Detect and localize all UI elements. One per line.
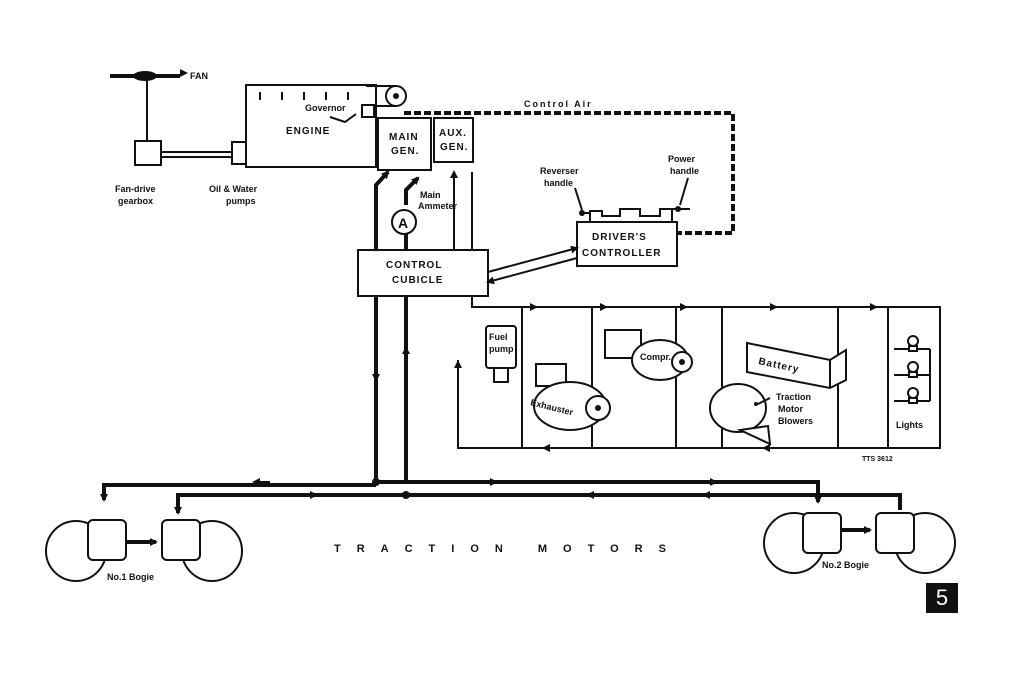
aux-gen-label-2: GEN. [440, 142, 468, 153]
main-gen-label-2: GEN. [391, 146, 419, 157]
fan-drive-gearbox-label-1: Fan-drive [115, 184, 156, 194]
control-cubicle-label-2: CUBICLE [392, 275, 443, 286]
reverser-handle-label-1: Reverser [540, 166, 579, 176]
control-cubicle: CONTROL CUBICLE [357, 249, 489, 297]
oil-water-pumps-label-2: pumps [226, 196, 256, 206]
compressor-label: Compr. [640, 352, 671, 362]
traction-motor-blowers-label-1: Traction [776, 392, 811, 402]
fan-assembly: FAN [110, 69, 208, 140]
power-handle-label-1: Power [668, 154, 696, 164]
fuel-pump: Fuel pump [485, 325, 517, 383]
aux-gen-label-1: AUX. [439, 128, 467, 139]
auxiliary-bus [454, 296, 941, 452]
bogie-1: No.1 Bogie [45, 519, 243, 582]
traction-motor-blowers-label-3: Blowers [778, 416, 813, 426]
drivers-controller-label-1: DRIVER'S [592, 232, 647, 243]
traction-motor-blowers: Traction Motor Blowers [709, 383, 813, 446]
bogie-2: No.2 Bogie [763, 512, 956, 574]
control-air-label: Control Air [524, 99, 593, 109]
compressor: Compr. [604, 329, 693, 381]
drivers-controller-label-2: CONTROLLER [582, 248, 661, 259]
oil-water-pumps-label-1: Oil & Water [209, 184, 258, 194]
fan-label: FAN [190, 71, 208, 81]
engine-label: ENGINE [286, 126, 330, 137]
control-air-line: Control Air [404, 99, 735, 235]
bogie-2-label: No.2 Bogie [822, 560, 869, 570]
power-handle-label-2: handle [670, 166, 699, 176]
lights-label: Lights [896, 420, 923, 430]
lights: Lights [894, 335, 931, 430]
reverser-handle-label-2: handle [544, 178, 573, 188]
aux-generator: AUX. GEN. [433, 117, 474, 163]
reference-code: TTS 3612 [862, 456, 893, 463]
exhauster: Exhauster [530, 363, 611, 431]
fuel-pump-label-1: Fuel [489, 332, 508, 342]
fan-drive-gearbox: Fan-drive gearbox [115, 140, 232, 206]
main-ammeter-label-1: Main [420, 190, 441, 200]
fan-drive-gearbox-label-2: gearbox [118, 196, 153, 206]
fuel-pump-label-2: pump [489, 344, 514, 354]
generator-feeds [372, 170, 473, 485]
main-gen-label-1: MAIN [389, 132, 419, 143]
page-number-badge: 5 [926, 583, 958, 613]
drivers-controller: DRIVER'S CONTROLLER Reverser handle Powe… [486, 154, 699, 285]
ammeter-symbol: A [398, 215, 408, 231]
battery: Battery [746, 341, 847, 390]
bogie-1-label: No.1 Bogie [107, 572, 154, 582]
traction-motors-label: TRACTION MOTORS [334, 543, 682, 555]
traction-motor-circuit: TRACTION MOTORS [100, 478, 902, 555]
governor-label: Governor [305, 103, 346, 113]
main-ammeter-label-2: Ammeter [418, 201, 458, 211]
main-ammeter: A Main Ammeter [391, 190, 458, 235]
control-cubicle-label-1: CONTROL [386, 260, 442, 271]
main-generator: MAIN GEN. [377, 117, 432, 171]
traction-motor-blowers-label-2: Motor [778, 404, 803, 414]
engine: Governor ENGINE [245, 84, 407, 168]
